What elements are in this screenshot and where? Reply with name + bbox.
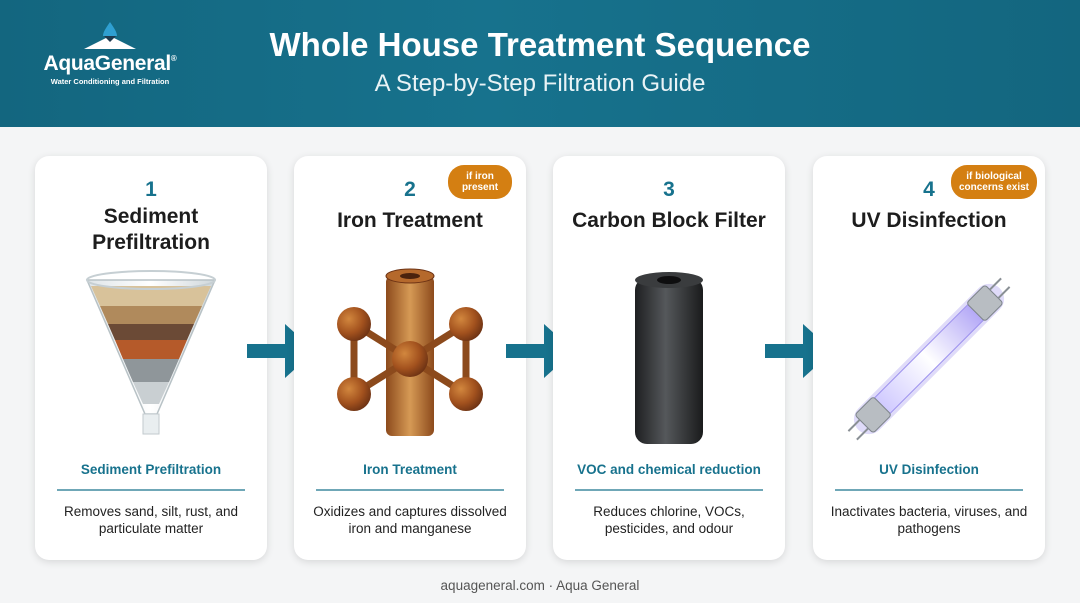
step-description: Reduces chlorine, VOCs, pesticides, and … [593,504,745,536]
brand-name: AquaGeneral® [43,52,177,75]
brand-tagline: Water Conditioning and Filtration [50,77,170,86]
step-title: Carbon Block Filter [572,209,766,232]
step-number: 1 [145,178,157,201]
step-description: Oxidizes and captures dissolved iron and… [313,504,507,536]
step-divider [575,489,763,491]
step-number: 3 [663,178,675,201]
water-drop-logo-icon [84,22,136,49]
step-card-uv: if biological concerns exist 4 UV Disinf… [813,156,1045,560]
step-label: UV Disinfection [879,462,979,477]
step-divider [835,489,1023,491]
iron-molecule-icon [337,268,483,436]
step-label: Sediment Prefiltration [80,462,222,477]
step-card-sediment: 1 Sediment Prefiltration Sediment Prefil… [35,156,267,560]
header-banner: AquaGeneral® Water Conditioning and Filt… [0,0,1080,127]
step-label: VOC and chemical reduction [577,462,761,477]
step-description: Removes sand, silt, rust, and particulat… [63,504,239,536]
page-title: Whole House Treatment Sequence [269,26,811,63]
step-card-carbon: 3 Carbon Block Filter VOC and chemical r… [553,156,785,560]
step-label: Iron Treatment [363,462,457,477]
step-number: 4 [923,178,935,201]
brand-logo[interactable]: AquaGeneral® Water Conditioning and Filt… [40,20,180,110]
step-divider [57,489,245,491]
step-divider [316,489,504,491]
sediment-funnel-icon [85,270,217,435]
page-subtitle: A Step-by-Step Filtration Guide [374,70,706,97]
step-title: Sediment Prefiltration [92,205,210,254]
step-title: Iron Treatment [337,209,483,232]
conditional-badge: if biological concerns exist [951,165,1037,199]
footer-credit[interactable]: aquageneral.com · Aqua General [440,578,640,593]
conditional-badge: if iron present [448,165,512,199]
step-description: Inactivates bacteria, viruses, and patho… [830,504,1028,536]
uv-lamp-icon [847,277,1011,441]
step-title: UV Disinfection [851,209,1007,232]
step-card-iron: if iron present 2 Iron Treatment Iron Tr… [294,156,526,560]
carbon-cartridge-icon [635,272,703,444]
step-number: 2 [404,178,416,201]
